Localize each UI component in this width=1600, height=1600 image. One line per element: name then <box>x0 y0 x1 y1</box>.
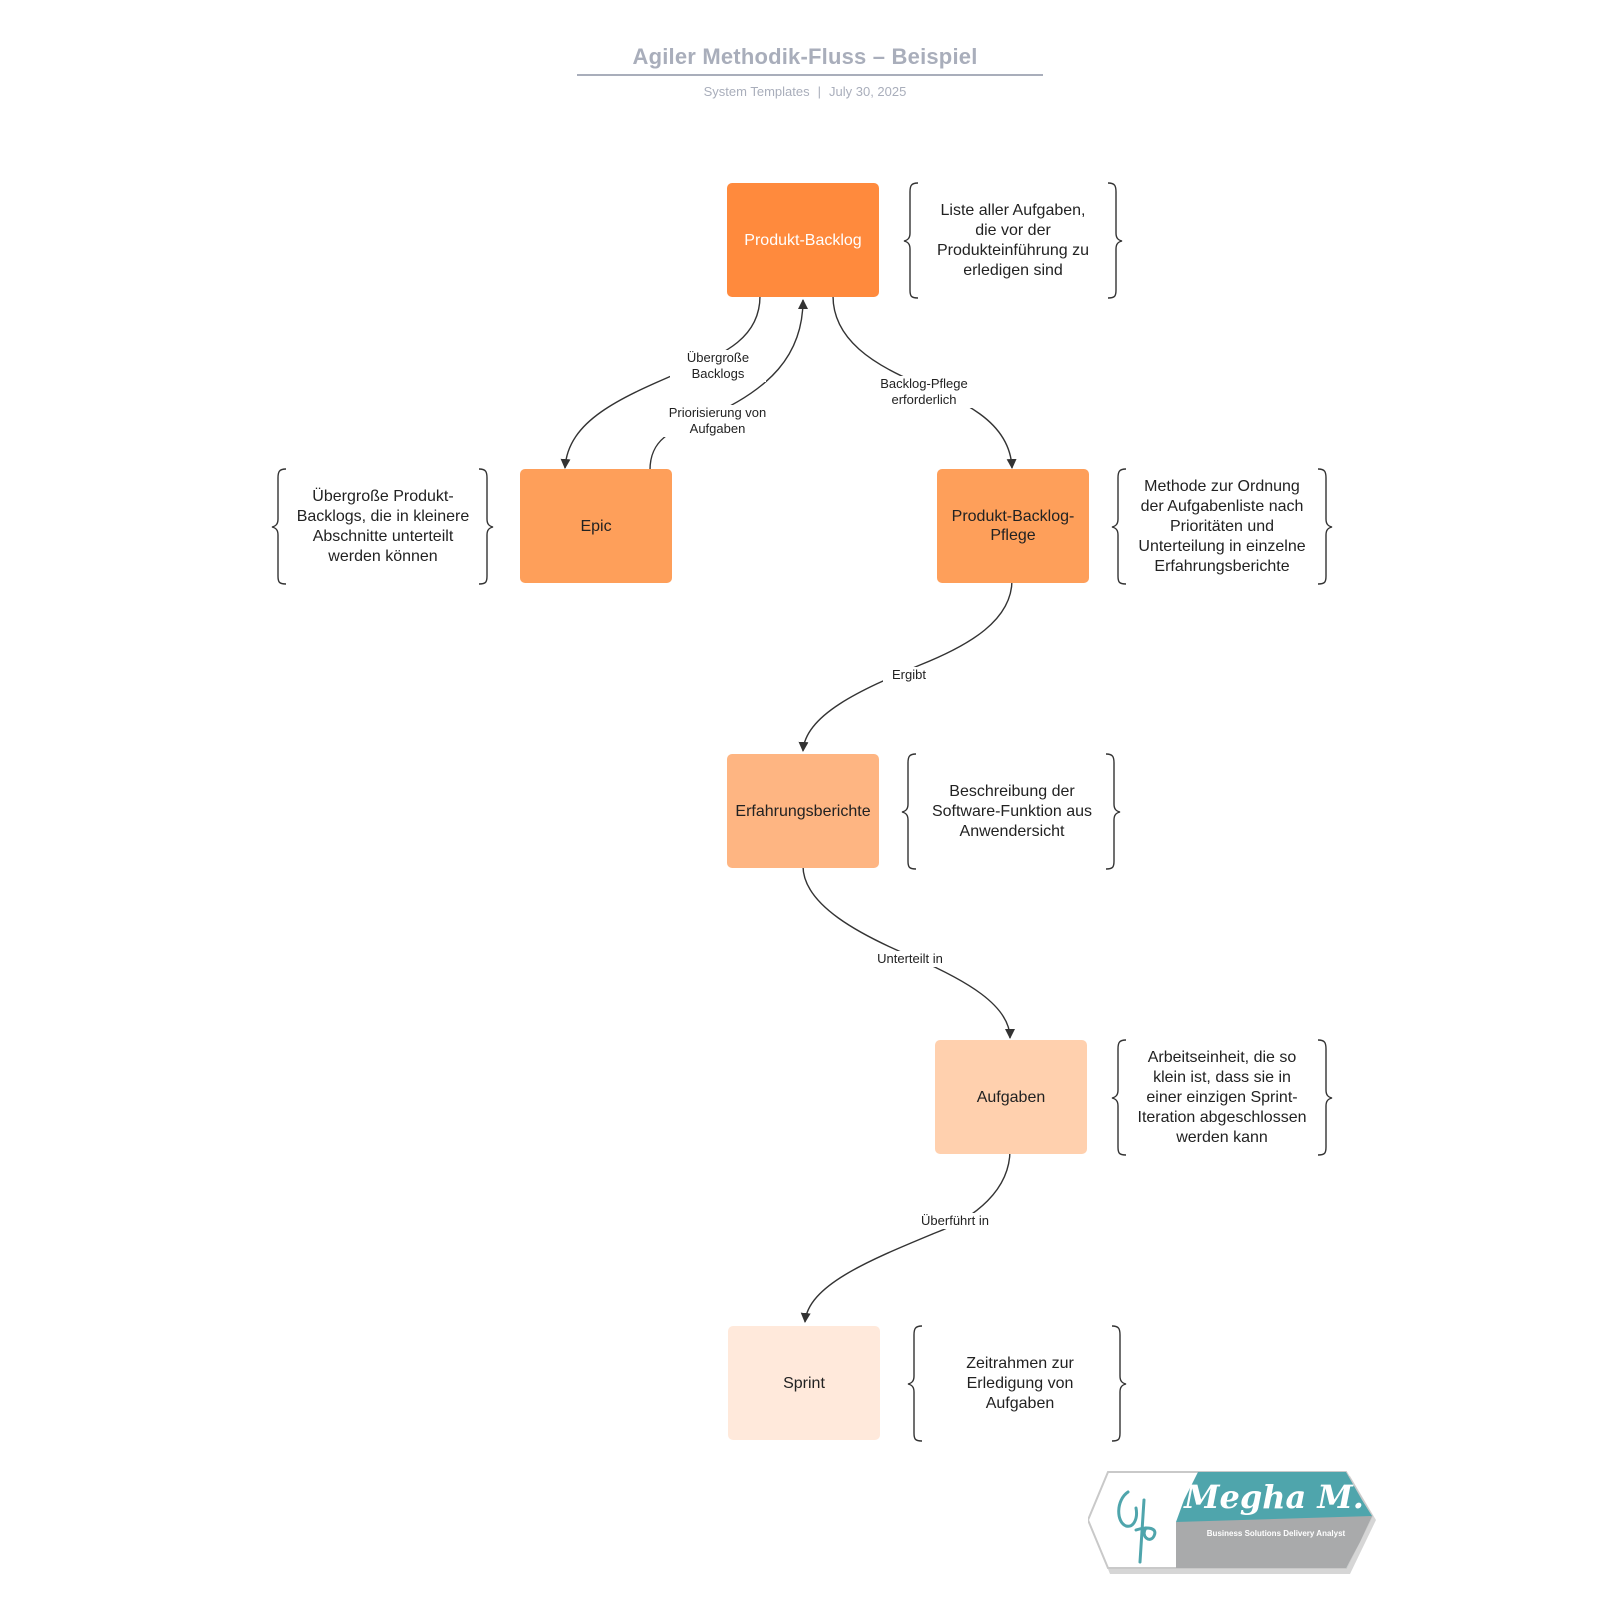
node-epic-label: Epic <box>580 517 612 535</box>
note-epic: Übergroße Produkt-Backlogs, die in klein… <box>296 487 470 565</box>
edge-label-tasks-to-sprint: Überführt in <box>917 1213 993 1229</box>
brace-left-stories <box>901 753 917 870</box>
brace-right-epic <box>478 468 494 585</box>
node-product-backlog-label: Produkt-Backlog <box>744 231 862 249</box>
subtitle-source: System Templates <box>703 84 810 99</box>
node-sprint: Sprint <box>728 1326 880 1440</box>
note-sprint: Zeitrahmen zur Erledigung von Aufgaben <box>966 1354 1074 1412</box>
node-user-stories: Erfahrungsberichte <box>727 754 879 868</box>
subtitle-separator: | <box>817 84 821 99</box>
edge-epic-to-backlog <box>649 299 808 471</box>
diagram-title: Agiler Methodik-Fluss – Beispiel <box>632 44 978 69</box>
edge-label-backlog-to-grooming: Backlog-Pflege erforderlich <box>870 376 978 408</box>
edge-label-epic-to-backlog: Priorisierung von Aufgaben <box>653 405 782 437</box>
title-underline <box>577 74 1043 76</box>
note-user-stories: Beschreibung der Software-Funktion aus A… <box>931 782 1093 840</box>
note-product-backlog: Liste aller Aufgaben, die vor der Produk… <box>936 201 1090 279</box>
brace-left-epic <box>271 468 287 585</box>
logo-name: Megha M. <box>1183 1478 1364 1516</box>
node-backlog-grooming: Produkt-Backlog-Pflege <box>937 469 1089 583</box>
node-tasks: Aufgaben <box>935 1040 1087 1154</box>
edge-label-stories-to-tasks: Unterteilt in <box>873 951 947 967</box>
brace-right-sprint <box>1111 1325 1127 1442</box>
brace-right-tasks <box>1317 1039 1333 1156</box>
node-backlog-grooming-label: Produkt-Backlog-Pflege <box>951 508 1075 544</box>
edge-label-backlog-to-epic: Übergroße Backlogs <box>670 350 766 382</box>
node-product-backlog: Produkt-Backlog <box>727 183 879 297</box>
logo-monogram-icon <box>1117 1490 1157 1564</box>
note-tasks: Arbeitseinheit, die so klein ist, dass s… <box>1137 1048 1307 1146</box>
logo-gray-band <box>1176 1516 1372 1568</box>
edge-backlog-to-epic <box>560 295 761 469</box>
brace-left-backlog <box>903 182 919 299</box>
edge-tasks-to-sprint <box>800 1149 1011 1323</box>
brace-left-sprint <box>907 1325 923 1442</box>
logo-teal-band <box>1184 1472 1362 1500</box>
node-sprint-label: Sprint <box>783 1374 825 1392</box>
node-tasks-label: Aufgaben <box>976 1088 1046 1106</box>
node-user-stories-label: Erfahrungsberichte <box>735 802 871 820</box>
subtitle-date: July 30, 2025 <box>829 84 907 99</box>
brace-left-tasks <box>1111 1039 1127 1156</box>
logo-role: Business Solutions Delivery Analyst <box>1207 1529 1346 1538</box>
megha-logo: Megha M. Business Solutions Delivery Ana… <box>1088 1471 1376 1574</box>
brace-right-grooming <box>1317 468 1333 585</box>
node-epic: Epic <box>520 469 672 583</box>
edge-label-grooming-to-stories: Ergibt <box>883 667 935 683</box>
diagram-subtitle: System Templates | July 30, 2025 <box>570 84 1040 99</box>
brace-left-grooming <box>1111 468 1127 585</box>
brace-right-backlog <box>1107 182 1123 299</box>
brace-right-stories <box>1105 753 1121 870</box>
note-backlog-grooming: Methode zur Ordnung der Aufgabenliste na… <box>1138 477 1306 575</box>
edge-grooming-to-stories <box>798 579 1013 752</box>
